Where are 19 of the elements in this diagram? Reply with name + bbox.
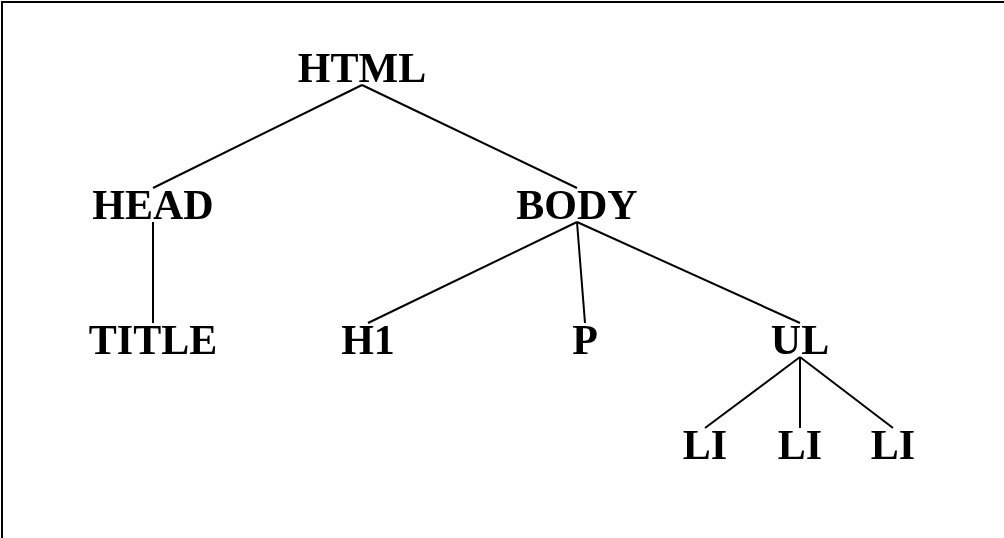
connector-line [576,221,586,324]
connector-line [152,221,154,324]
element-label: TITLE [88,319,218,361]
connector-line [152,84,363,189]
element-label: LI [777,424,823,466]
connector-line [576,221,801,324]
connector-line [799,356,894,429]
connector-line [799,356,801,429]
element-label: LI [682,424,728,466]
element-label: P [572,319,598,361]
element-label: H1 [341,319,395,361]
element-label: BODY [516,184,638,226]
element-label: LI [870,424,916,466]
connector-line [367,221,578,324]
element-label: UL [770,319,830,361]
connector-line [704,356,801,429]
connector-line [361,84,578,189]
element-label: HTML [297,47,427,89]
element-label: HEAD [92,184,214,226]
